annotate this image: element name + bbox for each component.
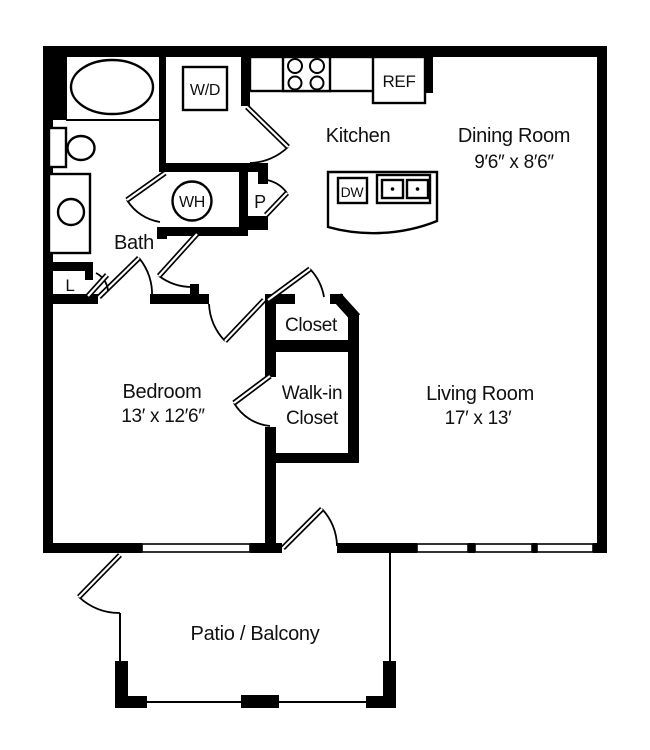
wall-hall-bedroom [150, 294, 209, 304]
refrigerator [371, 55, 427, 105]
windows [141, 543, 594, 553]
dishwasher-label: DW [341, 184, 365, 200]
dining-dims: 9′6″ x 8′6″ [474, 152, 554, 173]
linen-label: L [65, 276, 74, 295]
bedroom-window [141, 543, 251, 553]
walkin-label-line1: Walk-in [282, 383, 343, 404]
patio-post [383, 661, 396, 708]
patio-gate-arc [78, 596, 121, 614]
wall-closet-left-lower [265, 427, 276, 543]
wall-fridge-pier [425, 46, 433, 93]
patio-outline [115, 553, 396, 708]
stove-burner [309, 58, 325, 74]
wall-left-thick-tub [43, 46, 67, 120]
washer-dryer-unit [181, 65, 229, 112]
sink-drain [390, 187, 395, 191]
toilet-bowl [66, 134, 96, 162]
wall-closet-left-upper [265, 294, 276, 377]
refrigerator-label: REF [382, 72, 415, 91]
patio-post [115, 696, 147, 708]
stove-burner [287, 75, 303, 91]
wall-pantry-top [248, 163, 268, 172]
walkin-label-line2: Closet [286, 408, 339, 429]
wall-bottom-seg [337, 543, 417, 553]
stove-burner [309, 75, 325, 91]
kitchen-fixtures [171, 46, 439, 235]
living-window [474, 543, 533, 553]
wall-wh-p-divider [239, 163, 248, 230]
living-window [536, 543, 594, 553]
wall-closet-top [276, 294, 295, 304]
pantry-label: P [254, 192, 266, 212]
doors [77, 105, 338, 614]
wd-door-arc [249, 146, 289, 164]
water-heater [171, 180, 213, 222]
bedroom-door-arc [208, 303, 226, 342]
walkin-door-arc [233, 402, 271, 427]
bathtub [69, 58, 155, 116]
pantry-door-arc [266, 179, 288, 194]
window-mullion [468, 543, 475, 553]
wh-door-arc [126, 199, 161, 223]
patio-post [241, 695, 279, 708]
wall-wd-right [241, 57, 250, 106]
wall-linen-top [43, 262, 93, 271]
closet-label: Closet [285, 315, 338, 336]
wall-closet-divider [276, 340, 348, 352]
wall-linen-stub [85, 271, 93, 280]
wall-pantry-bottom [248, 216, 268, 230]
labels: Kitchen Dining Room 9′6″ x 8′6″ Living R… [65, 72, 570, 645]
living-patio-door-arc [321, 508, 338, 547]
living-window [416, 543, 469, 553]
bath-label: Bath [114, 232, 154, 254]
bathroom-fixtures [47, 58, 159, 255]
wall-wd-bottom [159, 163, 248, 172]
closet-door-arc [309, 268, 325, 298]
dining-label: Dining Room [458, 125, 570, 147]
living-dims: 17′ x 13′ [445, 408, 512, 429]
wall-linen-bottom [43, 294, 98, 304]
interior-walls [43, 46, 361, 543]
exterior-walls [43, 46, 607, 553]
wall-pantry-top-stub [258, 172, 268, 184]
wall-hall-stub [190, 284, 199, 294]
bedroom-label: Bedroom [122, 381, 201, 403]
wall-bottom-seg [43, 543, 142, 553]
stove-burner [287, 58, 303, 74]
wall-bath-wd [159, 46, 166, 170]
washer-dryer-label: W/D [190, 82, 220, 99]
dishwasher [336, 176, 369, 205]
toilet-tank [47, 126, 68, 169]
wall-walkin-bottom [265, 453, 358, 463]
wall-wh-post [157, 227, 167, 239]
wall-bottom-seg [250, 543, 282, 553]
hall-door-arc [158, 275, 193, 288]
bedroom-dims: 13′ x 12′6″ [121, 406, 205, 427]
kitchen-label: Kitchen [326, 125, 391, 147]
living-label: Living Room [426, 383, 534, 405]
water-heater-label: WH [179, 194, 205, 211]
wall-closet-right [348, 313, 359, 463]
vanity-sink [56, 197, 86, 227]
sink-drain [415, 187, 420, 191]
wall-bottom-corner [593, 543, 607, 553]
wall-top [43, 46, 607, 57]
wall-wh-bottom [157, 227, 248, 236]
window-mullion [532, 543, 537, 553]
bath-door-arc [138, 257, 153, 298]
patio-label: Patio / Balcony [191, 623, 320, 645]
wall-right [597, 46, 607, 553]
